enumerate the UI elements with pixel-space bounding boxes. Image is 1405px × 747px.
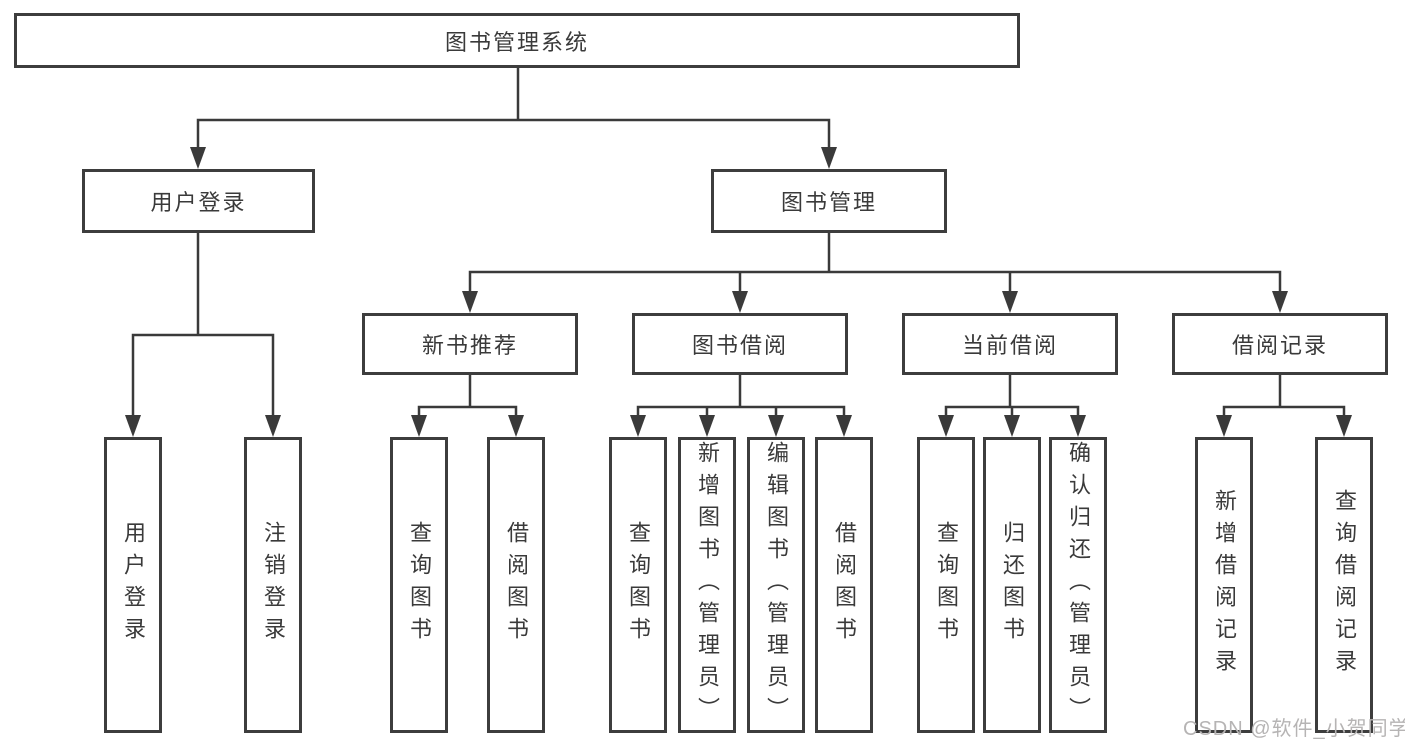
node-label: 查询借阅记录: [1332, 489, 1357, 681]
leaf-edit-books-admin: 编辑图书（管理员）: [747, 437, 805, 733]
node-label: 借阅记录: [1231, 333, 1328, 358]
arrowhead-icons: [125, 147, 1352, 437]
leaf-query-borrow-record: 查询借阅记录: [1315, 437, 1373, 733]
node-label: 注销登录: [261, 521, 286, 649]
arrow-down-icon: [1004, 415, 1020, 437]
node-label: 借阅图书: [832, 521, 857, 649]
node-label: 编辑图书（管理员）: [764, 441, 789, 729]
connector-strokes: [131, 66, 1346, 422]
node-label: 查询图书: [626, 521, 651, 649]
node-book-management: 图书管理: [711, 169, 947, 233]
leaf-return-books: 归还图书: [983, 437, 1041, 733]
leaf-user-login: 用户登录: [104, 437, 162, 733]
leaf-add-borrow-record: 新增借阅记录: [1195, 437, 1253, 733]
arrow-down-icon: [699, 415, 715, 437]
node-label: 用户登录: [150, 190, 247, 215]
node-label: 新增图书（管理员）: [695, 441, 720, 729]
arrow-down-icon: [1216, 415, 1232, 437]
leaf-borrow-books-2: 借阅图书: [815, 437, 873, 733]
arrow-down-icon: [190, 147, 206, 169]
arrow-down-icon: [1070, 415, 1086, 437]
node-label: 查询图书: [407, 521, 432, 649]
node-borrow-records: 借阅记录: [1172, 313, 1388, 375]
leaf-query-books-3: 查询图书: [917, 437, 975, 733]
arrow-down-icon: [836, 415, 852, 437]
node-label: 归还图书: [1000, 521, 1025, 649]
arrow-down-icon: [768, 415, 784, 437]
arrow-down-icon: [508, 415, 524, 437]
leaf-confirm-return-admin: 确认归还（管理员）: [1049, 437, 1107, 733]
node-label: 确认归还（管理员）: [1066, 441, 1091, 729]
leaf-add-books-admin: 新增图书（管理员）: [678, 437, 736, 733]
arrow-down-icon: [1272, 291, 1288, 313]
leaf-borrow-books-1: 借阅图书: [487, 437, 545, 733]
arrow-down-icon: [1336, 415, 1352, 437]
arrow-down-icon: [938, 415, 954, 437]
node-user-login: 用户登录: [82, 169, 315, 233]
node-label: 图书借阅: [691, 333, 788, 358]
arrow-down-icon: [265, 415, 281, 437]
arrow-down-icon: [1002, 291, 1018, 313]
leaf-query-books-1: 查询图书: [390, 437, 448, 733]
node-label: 图书管理: [780, 190, 877, 215]
node-label: 查询图书: [934, 521, 959, 649]
node-new-book-recommend: 新书推荐: [362, 313, 578, 375]
node-label: 借阅图书: [504, 521, 529, 649]
leaf-logout: 注销登录: [244, 437, 302, 733]
node-label: 当前借阅: [961, 333, 1058, 358]
node-root-system: 图书管理系统: [14, 13, 1020, 68]
node-label: 新书推荐: [421, 333, 518, 358]
arrow-down-icon: [732, 291, 748, 313]
node-book-borrow: 图书借阅: [632, 313, 848, 375]
node-label: 图书管理系统: [444, 29, 589, 55]
node-label: 用户登录: [121, 521, 146, 649]
arrow-down-icon: [462, 291, 478, 313]
arrow-down-icon: [411, 415, 427, 437]
node-current-borrow: 当前借阅: [902, 313, 1118, 375]
arrow-down-icon: [821, 147, 837, 169]
leaf-query-books-2: 查询图书: [609, 437, 667, 733]
arrow-down-icon: [630, 415, 646, 437]
csdn-watermark: CSDN @软件_小贺同学: [1183, 718, 1405, 740]
arrow-down-icon: [125, 415, 141, 437]
node-label: 新增借阅记录: [1212, 489, 1237, 681]
